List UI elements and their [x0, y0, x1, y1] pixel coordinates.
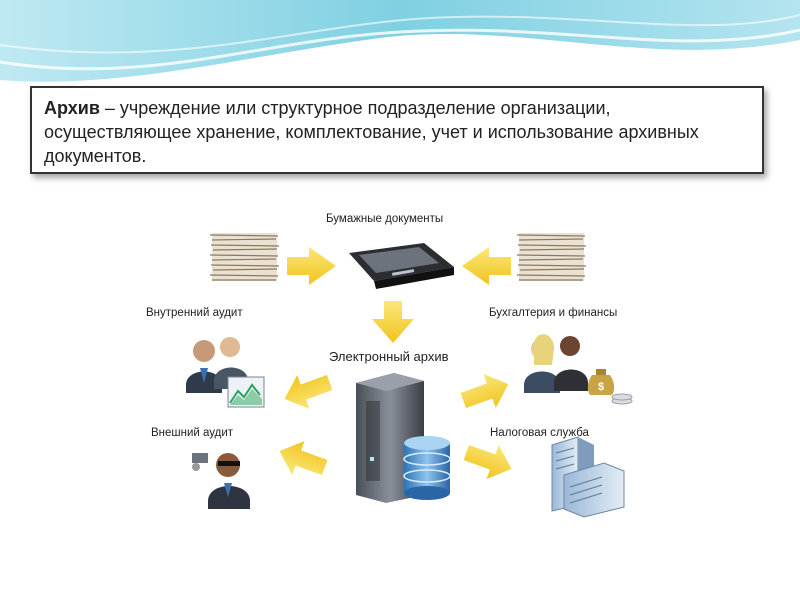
arrow-to-tax-service [463, 444, 512, 479]
archive-diagram: $ Бумажные документы Внутренний аудит [124, 205, 664, 535]
definition-text: Архив – учреждение или структурное подра… [44, 96, 750, 168]
label-tax-service: Налоговая служба [490, 427, 589, 439]
arrow-to-accounting [460, 374, 509, 409]
header-wave-decoration [0, 0, 800, 82]
arrow-to-internal-audit [284, 374, 333, 409]
label-electronic-archive: Электронный архив [329, 349, 449, 364]
label-external-audit: Внешний аудит [151, 427, 234, 439]
definition-body: – учреждение или структурное подразделен… [44, 98, 699, 166]
label-paper-documents: Бумажные документы [326, 213, 444, 225]
definition-term: Архив [44, 98, 100, 118]
chart-icon [227, 376, 265, 408]
people-icon [524, 334, 588, 393]
arrow-right [287, 247, 336, 285]
document-stack-icon [209, 233, 280, 281]
arrow-to-external-audit [279, 441, 328, 476]
arrow-left [462, 247, 511, 285]
scanner-icon [349, 243, 454, 289]
svg-text:$: $ [598, 381, 604, 393]
arrow-down [372, 301, 414, 343]
people-icon [186, 337, 248, 393]
label-accounting-finance: Бухгалтерия и финансы [489, 307, 618, 319]
database-icon [403, 436, 451, 500]
label-internal-audit: Внутренний аудит [146, 307, 243, 319]
building-icon [551, 436, 625, 518]
definition-box: Архив – учреждение или структурное подра… [30, 86, 764, 174]
money-bags-icon: $ [587, 369, 633, 405]
document-stack-icon [516, 233, 587, 281]
inspector-icon [192, 453, 250, 509]
